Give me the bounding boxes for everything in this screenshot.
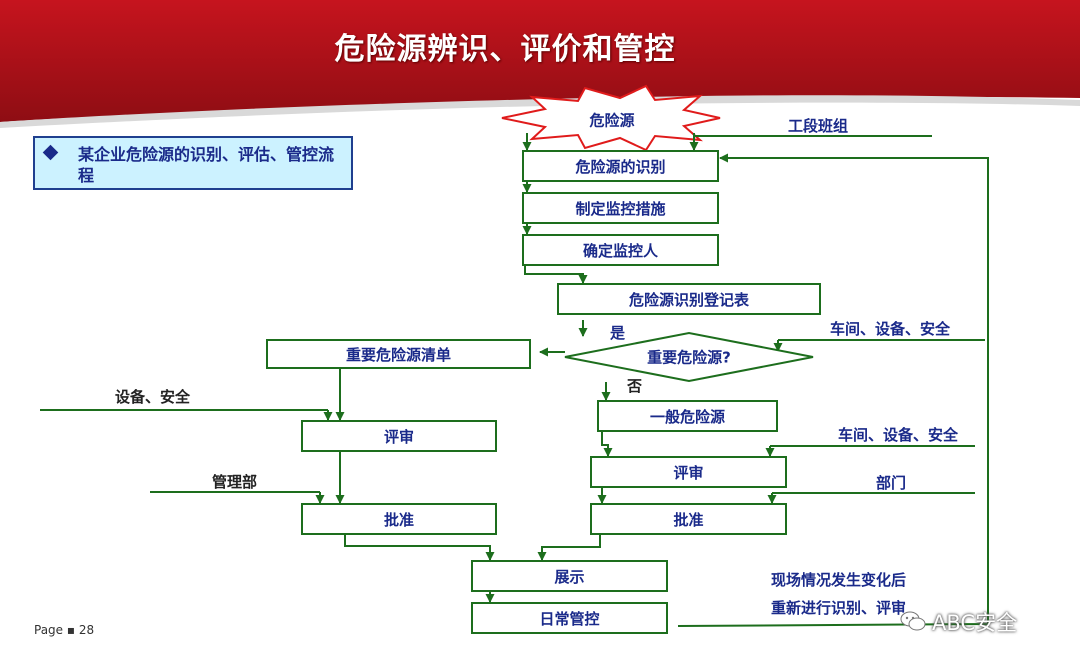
node-measures: 制定监控措施 — [522, 192, 719, 224]
node-major-list: 重要危险源清单 — [266, 339, 531, 369]
label-workshop-2: 车间、设备、安全 — [838, 426, 959, 444]
label-feedback-1: 现场情况发生变化后 — [771, 571, 907, 589]
decision-diamond-shape — [564, 331, 814, 383]
node-hazard-source: 危险源 — [589, 111, 635, 130]
node-monitor-person: 确定监控人 — [522, 234, 719, 266]
page-number: Page ▪ 28 — [34, 623, 95, 637]
label-workshop-1: 车间、设备、安全 — [830, 320, 951, 338]
note-box: 某企业危险源的识别、评估、管控流程 — [33, 136, 353, 190]
label-team: 工段班组 — [788, 117, 849, 135]
node-display: 展示 — [471, 560, 668, 592]
watermark: ABC安全 — [932, 611, 1018, 635]
wechat-icon — [900, 611, 926, 631]
connector-lines — [40, 133, 989, 627]
page-title: 危险源辨识、评价和管控 — [334, 32, 676, 67]
node-general: 一般危险源 — [597, 400, 778, 432]
node-decision: 重要危险源? — [647, 348, 731, 367]
diamond-bullet-icon — [42, 144, 59, 161]
node-approve-left: 批准 — [301, 503, 497, 535]
label-mgmt-dept: 管理部 — [212, 473, 258, 491]
node-daily-control: 日常管控 — [471, 602, 668, 634]
label-equip-safety: 设备、安全 — [115, 388, 191, 406]
node-review-right: 评审 — [590, 456, 787, 488]
label-feedback-2: 重新进行识别、评审 — [771, 599, 907, 617]
label-no: 否 — [627, 377, 643, 395]
header-band — [0, 0, 1080, 122]
node-identification: 危险源的识别 — [522, 150, 719, 182]
label-dept: 部门 — [876, 474, 907, 492]
node-approve-right: 批准 — [590, 503, 787, 535]
note-text: 某企业危险源的识别、评估、管控流程 — [78, 145, 335, 185]
hazard-starburst-shape — [501, 84, 721, 152]
node-review-left: 评审 — [301, 420, 497, 452]
node-register: 危险源识别登记表 — [557, 283, 821, 315]
label-yes: 是 — [610, 324, 626, 342]
